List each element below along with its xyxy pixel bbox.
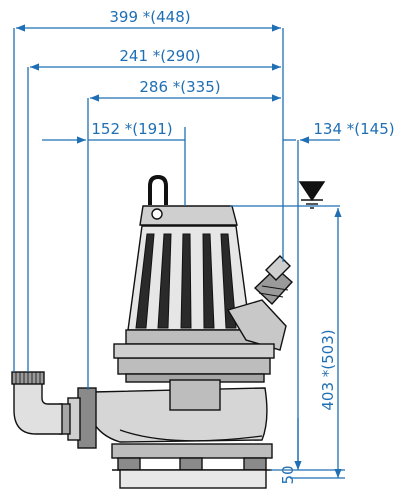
dim-label-50: 50 <box>279 465 297 484</box>
eye-bolt <box>151 208 163 220</box>
cable-gland <box>253 267 293 305</box>
discharge-elbow <box>13 379 63 435</box>
cable-entry <box>226 299 287 351</box>
water-level-icon <box>298 181 326 209</box>
dimension-labels: 399 *(448) 241 *(290) 286 *(335) 152 *(1… <box>91 8 394 485</box>
dim-label-403: 403 *(503) <box>319 329 337 410</box>
dim-label-399: 399 *(448) <box>109 8 190 26</box>
motor-ribs <box>135 233 237 329</box>
dim-label-134: 134 *(145) <box>313 120 394 138</box>
main-flange <box>117 357 271 375</box>
pump-illustration <box>11 174 293 489</box>
pump-base <box>111 443 273 459</box>
dimension-lines <box>13 24 345 479</box>
dim-label-152: 152 *(191) <box>91 120 172 138</box>
lifting-handle <box>148 174 168 205</box>
dim-label-241: 241 *(290) <box>119 47 200 65</box>
motor-collar <box>125 329 255 345</box>
pump-feet <box>117 457 267 471</box>
dim-label-286: 286 *(335) <box>139 78 220 96</box>
